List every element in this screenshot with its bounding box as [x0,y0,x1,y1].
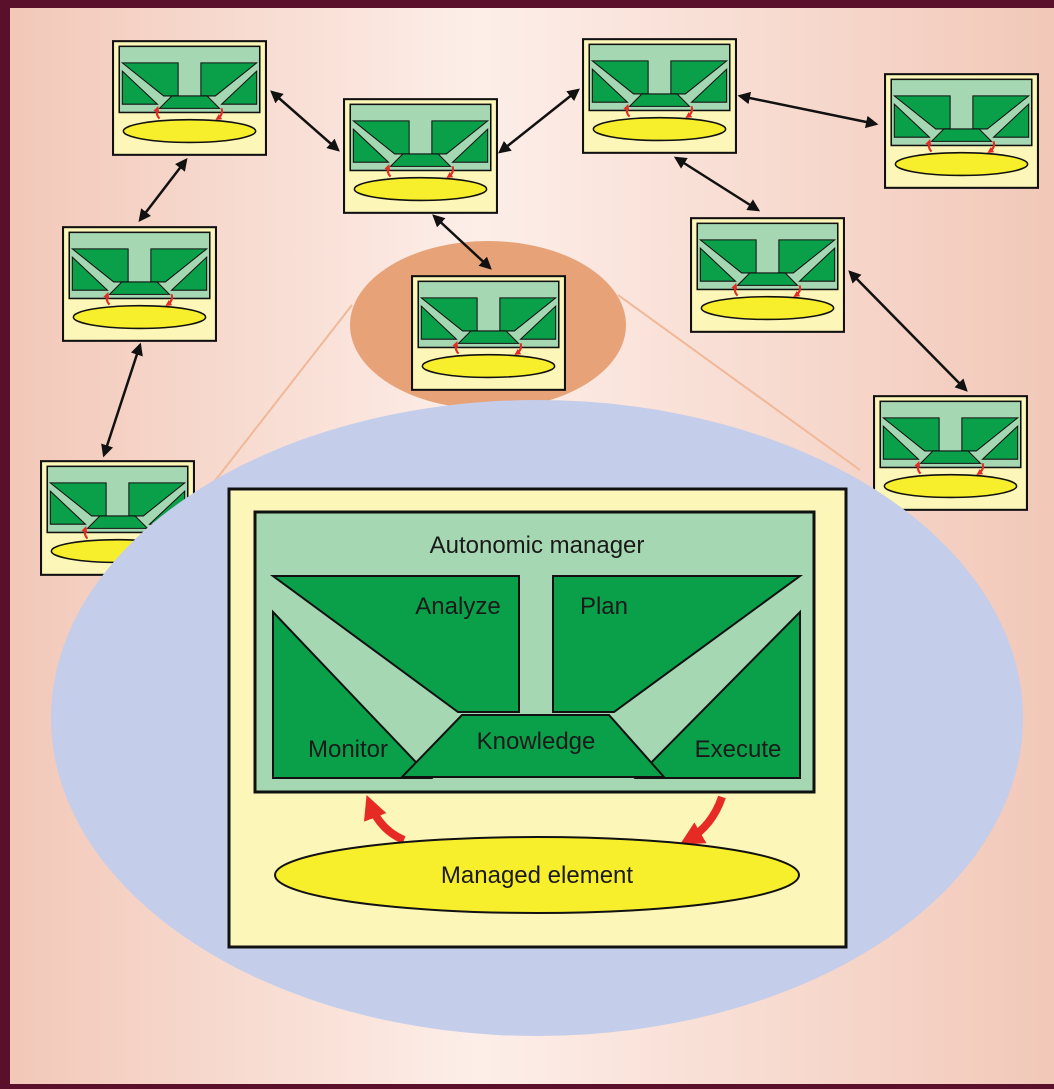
connector-1-2 [270,90,340,152]
plan-label: Plan [580,593,628,620]
monitor-block [272,609,434,779]
managed-element-label: Managed element [441,862,633,889]
connector-2-5 [432,214,492,270]
connector-6-8 [673,156,761,212]
connector-2-6 [498,88,580,154]
autonomic-manager-label: Autonomic manager [430,532,645,559]
monitor-feedback-arrow [363,795,406,844]
connector-8-9 [848,270,968,392]
zoom-line-left [199,304,353,501]
network-node-8 [691,218,844,332]
connector-1-3 [138,158,188,222]
connector-3-4 [101,342,143,458]
network-node-2 [344,99,497,213]
network-node-1 [113,41,266,155]
network-node-7 [885,74,1038,188]
network-connectors [101,88,968,458]
connector-6-7 [737,91,879,129]
network-node-6 [583,39,736,153]
autonomic-element-detail: Autonomic manager Analyze Plan Monitor K… [227,487,848,949]
analyze-label: Analyze [415,593,500,620]
execute-label: Execute [695,736,782,763]
plan-block [552,575,804,713]
analyze-block [269,575,520,713]
execute-block [633,609,801,779]
knowledge-block [399,714,667,778]
network-node-3 [63,227,216,341]
managed-element-ellipse [274,836,800,914]
network-node-9 [874,396,1027,510]
zoom-line-right [617,294,861,471]
execute-feedback-arrow [679,795,726,845]
monitor-label: Monitor [308,736,388,763]
network-node-5-highlighted [412,276,565,390]
knowledge-label: Knowledge [477,728,596,755]
